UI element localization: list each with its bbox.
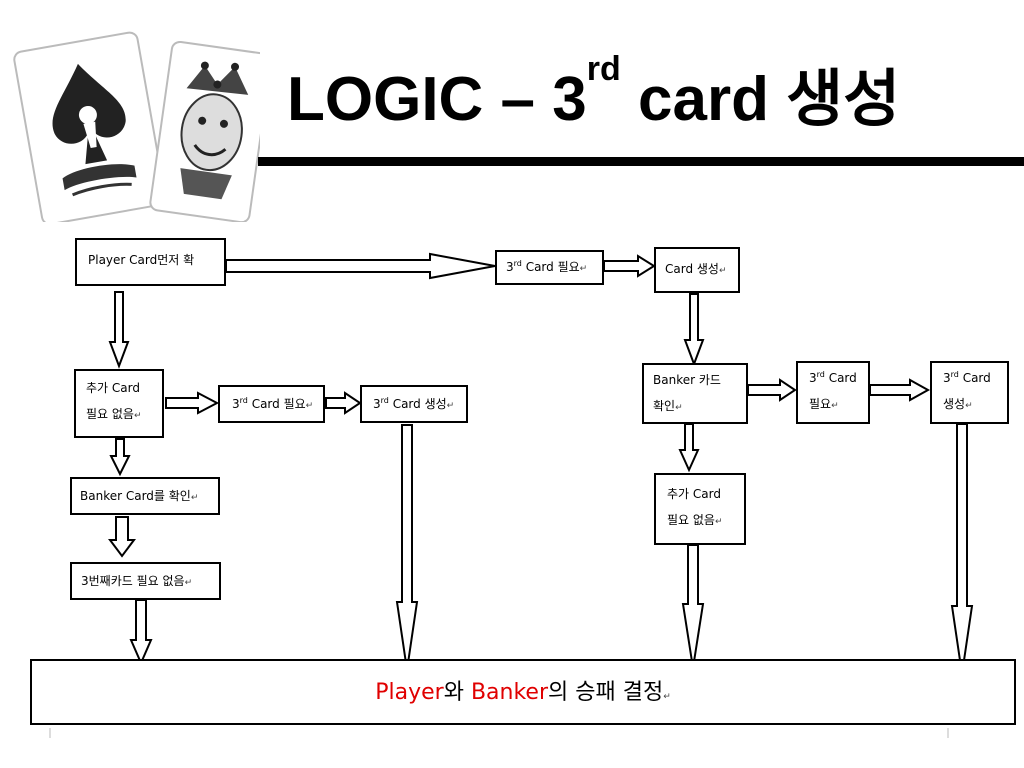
box-3rd-card-create-left: 3rd Card 생성↵	[360, 385, 468, 423]
box-3rd-card-needed-top: 3rd Card 필요↵	[495, 250, 604, 285]
box-banker-card-check-right: Banker 카드 확인↵	[642, 363, 748, 424]
page-title: LOGIC – 3rd card 생성	[287, 50, 901, 134]
box-3rd-card-needed-left: 3rd Card 필요↵	[218, 385, 325, 423]
arrow-3rd-needed-to-card-create	[603, 254, 656, 278]
arrow-3rd-create-right-to-final	[950, 423, 974, 675]
box-banker-card-check: Banker Card를 확인↵	[70, 477, 220, 515]
arrow-3rd-needed-to-3rd-create-right	[869, 378, 931, 402]
joker-icon	[186, 65, 249, 95]
final-player-label: Player	[375, 680, 444, 705]
arrow-3rd-needed-to-3rd-create	[325, 391, 362, 415]
box-3rd-card-needed-right: 3rd Card 필요↵	[796, 361, 870, 424]
box-card-create-top: Card 생성↵	[654, 247, 740, 293]
title-underline	[258, 157, 1024, 166]
playing-cards-image	[13, 31, 260, 222]
arrow-card-create-to-banker-check	[683, 293, 705, 367]
arrow-player-to-3rd-needed	[225, 252, 496, 280]
box-player-card-check: Player Card먼저 확	[75, 238, 226, 286]
arrow-no-extra-right-to-final	[681, 544, 705, 669]
arrow-banker-card-to-no-third	[108, 516, 136, 558]
arrow-banker-check-to-no-extra	[678, 423, 700, 473]
final-banker-label: Banker	[470, 680, 549, 705]
arrow-no-third-to-final	[129, 599, 153, 666]
arrow-banker-check-to-3rd-needed	[747, 378, 797, 402]
box-no-third-card: 3번째카드 필요 없음↵	[70, 562, 221, 600]
box-no-extra-card-left: 추가 Card 필요 없음↵	[74, 369, 164, 438]
box-3rd-card-create-right: 3rd Card 생성↵	[930, 361, 1009, 424]
arrow-player-to-no-extra	[108, 291, 130, 369]
arrow-no-extra-to-banker-card	[109, 438, 131, 477]
box-final-result: Player와 Banker의 승패 결정↵	[30, 659, 1016, 725]
arrow-no-extra-to-3rd-needed	[165, 391, 220, 415]
arrow-3rd-create-to-final	[395, 424, 419, 671]
box-no-extra-card-right: 추가 Card 필요 없음↵	[654, 473, 746, 545]
